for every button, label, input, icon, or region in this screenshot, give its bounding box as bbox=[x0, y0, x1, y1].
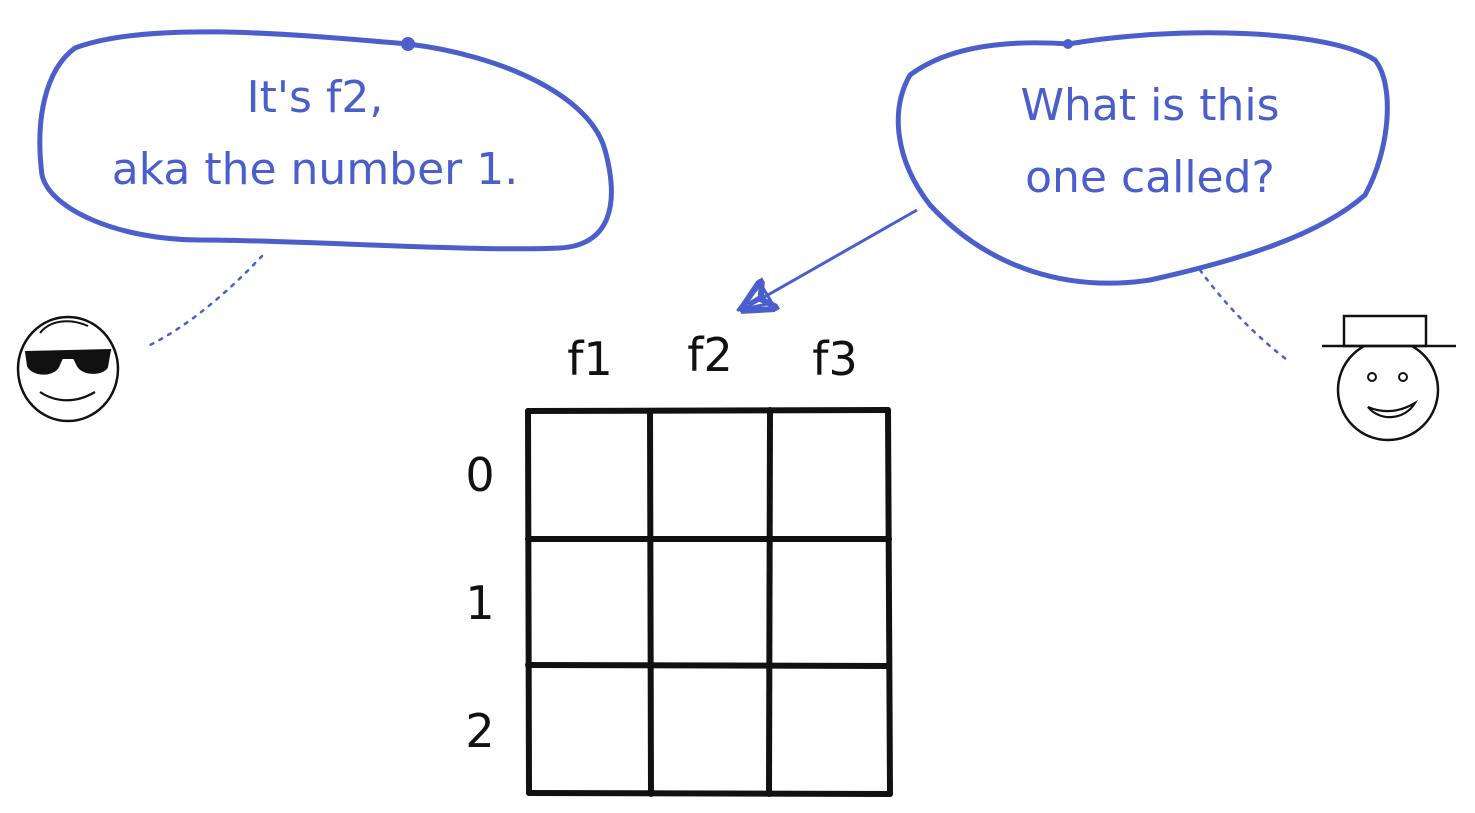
right-bubble-line-2: one called? bbox=[1025, 152, 1275, 203]
column-label-f2: f2 bbox=[687, 328, 733, 382]
grid-top-line bbox=[525, 407, 891, 414]
grid-table bbox=[525, 407, 893, 797]
hat-face-icon bbox=[1322, 314, 1456, 442]
pointer-arrow bbox=[745, 208, 918, 308]
grid-col-line-2 bbox=[766, 407, 773, 797]
grid-col-line-1 bbox=[647, 408, 654, 797]
row-label-1: 1 bbox=[465, 576, 495, 630]
sunglasses-icon bbox=[24, 348, 112, 375]
grid-left-line bbox=[525, 408, 532, 796]
hat-icon bbox=[1342, 314, 1428, 348]
left-bubble-tail bbox=[148, 254, 264, 347]
grid-row-line-2 bbox=[525, 662, 892, 669]
left-bubble-line-1: It's f2, bbox=[246, 72, 384, 123]
grid-right-line bbox=[885, 407, 893, 797]
grid-bottom-line bbox=[526, 790, 893, 797]
left-bubble-text: It's f2, aka the number 1. bbox=[55, 62, 575, 206]
left-bubble-line-2: aka the number 1. bbox=[111, 144, 519, 195]
right-bubble-line-1: What is this bbox=[1020, 80, 1280, 131]
left-speech-bubble bbox=[37, 29, 614, 252]
row-label-0: 0 bbox=[465, 448, 495, 502]
right-bubble-knot bbox=[1063, 39, 1073, 49]
arrowhead-icon bbox=[736, 281, 774, 312]
column-label-f1: f1 bbox=[567, 332, 613, 386]
left-bubble-knot bbox=[401, 37, 415, 51]
right-bubble-text: What is this one called? bbox=[930, 70, 1370, 214]
right-bubble-tail bbox=[1198, 268, 1292, 364]
column-label-f3: f3 bbox=[812, 332, 858, 386]
row-label-2: 2 bbox=[465, 704, 495, 758]
cool-face-icon bbox=[16, 315, 120, 423]
right-speech-bubble bbox=[895, 30, 1390, 286]
